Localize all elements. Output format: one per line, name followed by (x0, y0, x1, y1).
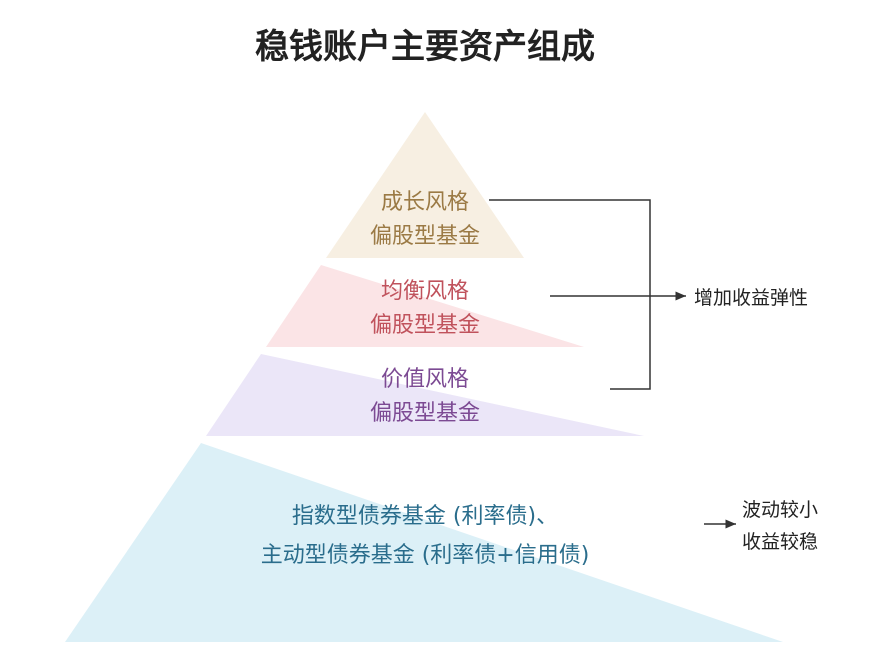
tier-balanced (266, 265, 584, 347)
tier-growth (326, 112, 524, 258)
tier-growth-line2: 偏股型基金 (370, 224, 480, 249)
tier-bond-line2: 主动型债券基金 (利率债+信用债) (261, 543, 590, 568)
equity-bracket (489, 199, 686, 390)
tier-balanced-line1: 均衡风格 (381, 279, 469, 304)
tier-balanced-line2: 偏股型基金 (370, 313, 480, 338)
tier-bond (65, 443, 783, 642)
tier-value-line2: 偏股型基金 (370, 401, 480, 426)
tier-value (206, 354, 644, 436)
bond-annotation-line1: 波动较小 (742, 499, 818, 521)
bond-annotation-line2: 收益较稳 (742, 531, 818, 553)
equity-annotation: 增加收益弹性 (694, 287, 808, 309)
tier-growth-line1: 成长风格 (381, 190, 469, 215)
diagram-title: 稳钱账户主要资产组成 (255, 27, 595, 67)
tier-bond-line1: 指数型债券基金 (利率债)、 (292, 504, 558, 529)
tier-value-line1: 价值风格 (381, 367, 469, 392)
